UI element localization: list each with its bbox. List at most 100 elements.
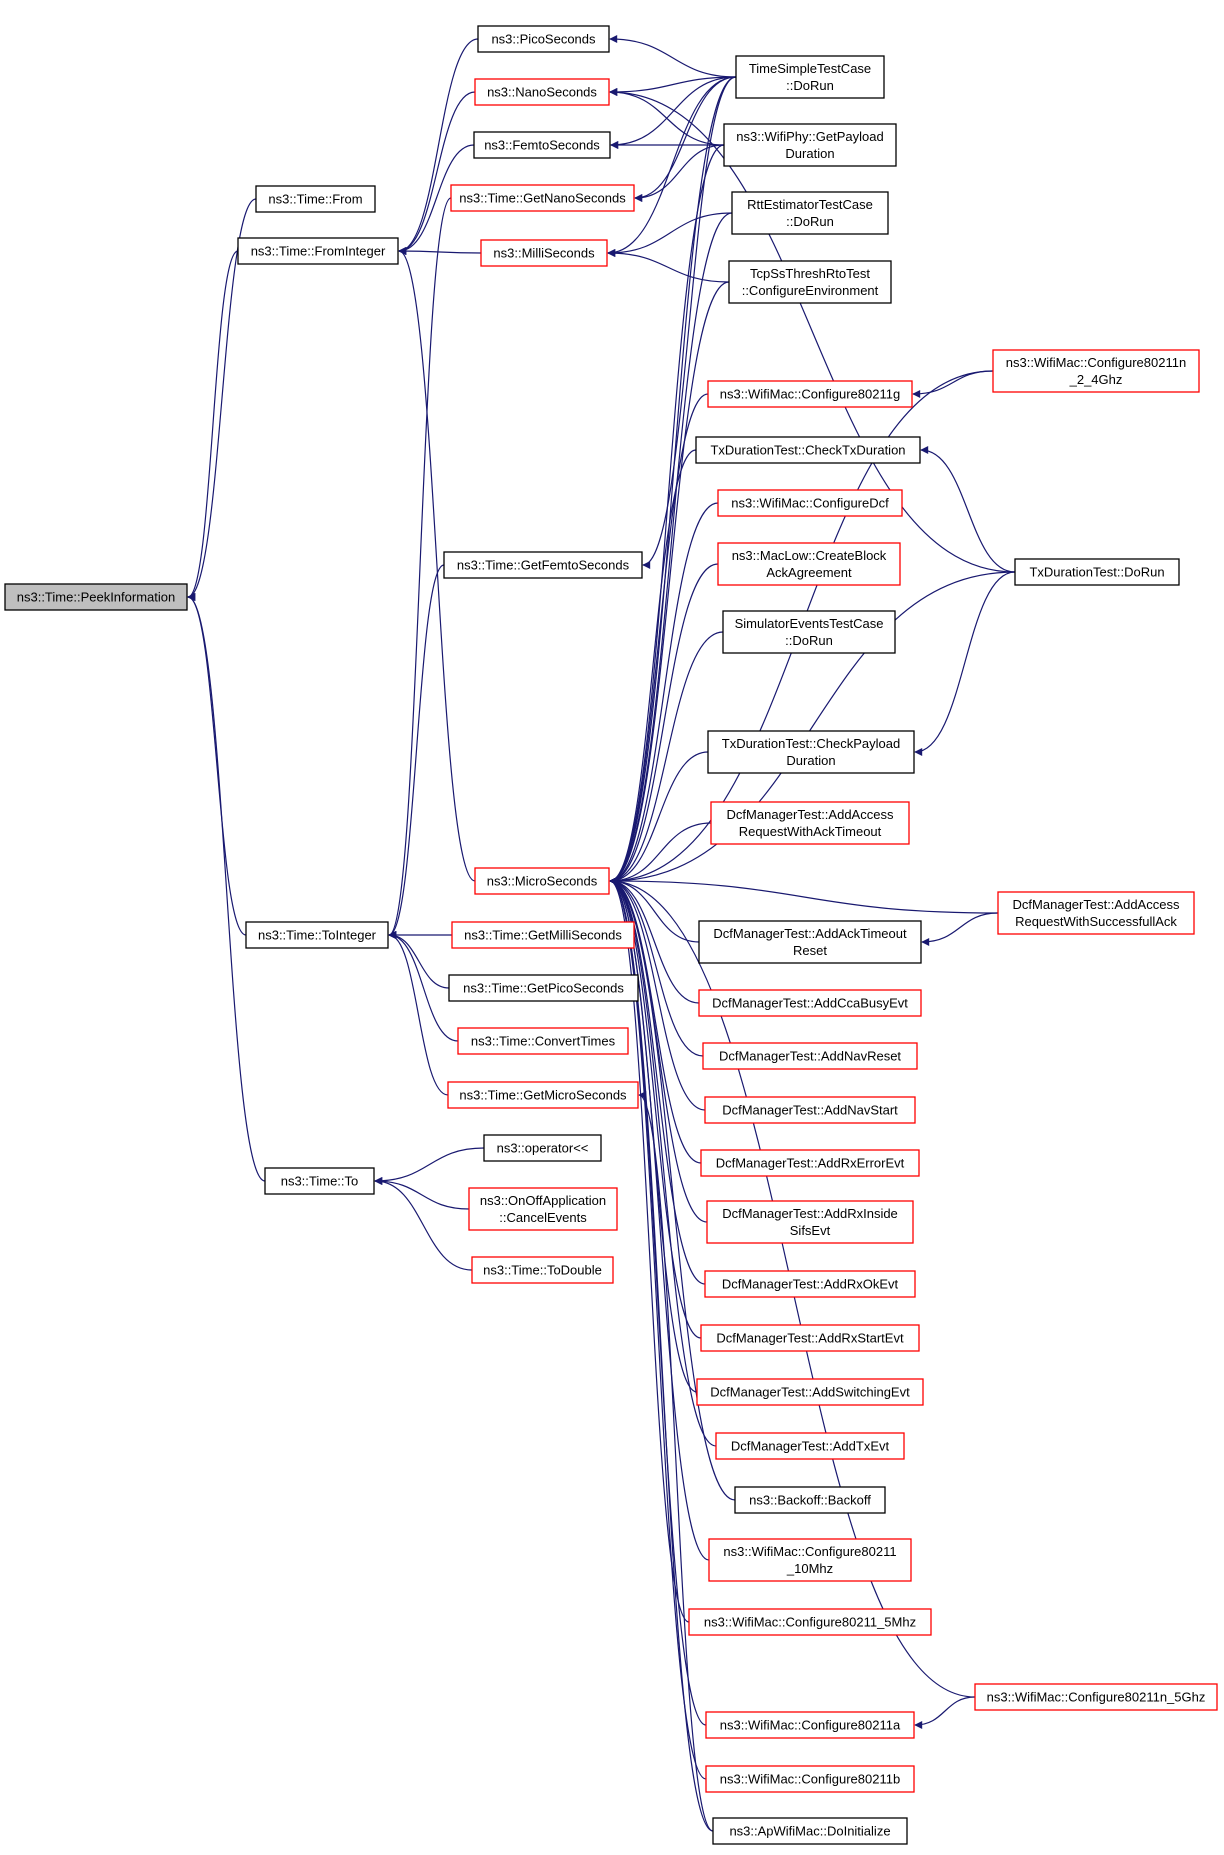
node-txdurdorun[interactable]: TxDurationTest::DoRun xyxy=(1014,558,1180,586)
node-oplt[interactable]: ns3::operator<< xyxy=(483,1134,602,1162)
node-to[interactable]: ns3::Time::To xyxy=(264,1167,375,1195)
node-conf11g[interactable]: ns3::WifiMac::Configure80211g xyxy=(707,380,913,408)
node-nano[interactable]: ns3::NanoSeconds xyxy=(474,78,610,106)
node-conf11n5[interactable]: ns3::WifiMac::Configure80211n_5Ghz xyxy=(974,1683,1218,1711)
node-label: RttEstimatorTestCase xyxy=(747,197,873,212)
node-label: DcfManagerTest::AddCcaBusyEvt xyxy=(712,996,908,1011)
node-label: ns3::WifiMac::Configure80211g xyxy=(720,387,900,402)
edge-addaccessack-to-micro xyxy=(609,822,712,885)
node-label: ::DoRun xyxy=(786,214,834,229)
node-addswitching[interactable]: DcfManagerTest::AddSwitchingEvt xyxy=(696,1378,924,1406)
edge-micro-to-frominteger xyxy=(398,247,476,882)
node-addnavstart[interactable]: DcfManagerTest::AddNavStart xyxy=(704,1096,916,1124)
node-label: _2_4Ghz xyxy=(1069,372,1123,387)
node-addrxok[interactable]: DcfManagerTest::AddRxOkEvt xyxy=(704,1270,916,1298)
node-convert[interactable]: ns3::Time::ConvertTimes xyxy=(457,1027,629,1055)
edge-apwifi-to-getmicro xyxy=(638,1091,714,1832)
node-femto[interactable]: ns3::FemtoSeconds xyxy=(473,131,611,159)
node-from[interactable]: ns3::Time::From xyxy=(255,185,376,213)
node-addrxerror[interactable]: DcfManagerTest::AddRxErrorEvt xyxy=(700,1149,920,1177)
node-addaccessack[interactable]: DcfManagerTest::AddAccessRequestWithAckT… xyxy=(710,801,910,845)
node-conf10[interactable]: ns3::WifiMac::Configure80211_10Mhz xyxy=(708,1538,912,1582)
edge-nano-to-frominteger xyxy=(398,91,476,255)
node-box xyxy=(473,131,611,159)
node-addcca[interactable]: DcfManagerTest::AddCcaBusyEvt xyxy=(698,989,922,1017)
node-conf11a[interactable]: ns3::WifiMac::Configure80211a xyxy=(705,1711,915,1739)
node-label: DcfManagerTest::AddRxInside xyxy=(722,1206,898,1221)
edge-checkpayload-to-micro xyxy=(609,751,709,885)
edge-confdcf-to-micro xyxy=(609,502,719,885)
edge-pico-to-frominteger xyxy=(398,38,479,255)
node-label: ns3::Time::GetFemtoSeconds xyxy=(457,558,630,573)
node-conf11n24[interactable]: ns3::WifiMac::Configure80211n_2_4Ghz xyxy=(992,349,1200,393)
node-tointeger[interactable]: ns3::Time::ToInteger xyxy=(245,921,389,949)
node-label: ns3::WifiMac::Configure80211a xyxy=(720,1718,901,1733)
node-addnavreset[interactable]: DcfManagerTest::AddNavReset xyxy=(702,1042,918,1070)
node-label: DcfManagerTest::AddRxErrorEvt xyxy=(716,1156,905,1171)
node-onoff[interactable]: ns3::OnOffApplication::CancelEvents xyxy=(468,1187,618,1231)
node-getmilli[interactable]: ns3::Time::GetMilliSeconds xyxy=(451,921,635,949)
node-getfemto[interactable]: ns3::Time::GetFemtoSeconds xyxy=(443,551,643,579)
node-getpico[interactable]: ns3::Time::GetPicoSeconds xyxy=(448,974,639,1002)
node-box xyxy=(705,1711,915,1739)
node-label: TimeSimpleTestCase xyxy=(749,61,871,76)
node-addaccesssucc[interactable]: DcfManagerTest::AddAccessRequestWithSucc… xyxy=(997,891,1195,935)
node-box xyxy=(734,1486,886,1514)
node-todouble[interactable]: ns3::Time::ToDouble xyxy=(471,1256,614,1284)
node-box xyxy=(974,1683,1218,1711)
edge-timesimple-to-pico xyxy=(609,35,737,78)
node-label: ns3::WifiMac::ConfigureDcf xyxy=(731,496,889,511)
node-frominteger[interactable]: ns3::Time::FromInteger xyxy=(237,237,399,265)
node-label: DcfManagerTest::AddNavReset xyxy=(719,1049,901,1064)
node-pico[interactable]: ns3::PicoSeconds xyxy=(477,25,610,53)
node-tcpss[interactable]: TcpSsThreshRtoTest::ConfigureEnvironment xyxy=(728,260,892,304)
node-peek[interactable]: ns3::Time::PeekInformation xyxy=(4,583,188,611)
node-label: ns3::WifiMac::Configure80211 xyxy=(723,1544,896,1559)
node-box xyxy=(708,1538,912,1582)
node-backoff[interactable]: ns3::Backoff::Backoff xyxy=(734,1486,886,1514)
node-box xyxy=(264,1167,375,1195)
node-getmicro[interactable]: ns3::Time::GetMicroSeconds xyxy=(447,1081,639,1109)
edge-getmicro-to-tointeger xyxy=(388,931,449,1096)
edge-convert-to-tointeger xyxy=(388,931,459,1042)
node-rttest[interactable]: RttEstimatorTestCase::DoRun xyxy=(731,191,889,235)
node-checktx[interactable]: TxDurationTest::CheckTxDuration xyxy=(695,436,921,464)
node-box xyxy=(702,1042,918,1070)
node-label: TxDurationTest::DoRun xyxy=(1029,565,1164,580)
node-label: DcfManagerTest::AddNavStart xyxy=(722,1103,898,1118)
node-box xyxy=(707,730,915,774)
node-addrxstart[interactable]: DcfManagerTest::AddRxStartEvt xyxy=(700,1324,920,1352)
node-getnano[interactable]: ns3::Time::GetNanoSeconds xyxy=(450,184,635,212)
node-conf5[interactable]: ns3::WifiMac::Configure80211_5Mhz xyxy=(688,1608,932,1636)
node-timesimple[interactable]: TimeSimpleTestCase::DoRun xyxy=(735,55,885,99)
node-label: ns3::Backoff::Backoff xyxy=(749,1493,871,1508)
node-box xyxy=(731,191,889,235)
node-box xyxy=(474,867,610,895)
edge-txdurdorun-to-micro xyxy=(609,571,1016,885)
node-label: ns3::NanoSeconds xyxy=(487,85,597,100)
edge-simevents-to-micro xyxy=(609,631,724,885)
node-box xyxy=(706,1200,914,1244)
node-label: ns3::WifiPhy::GetPayload xyxy=(736,129,883,144)
node-label: Duration xyxy=(785,146,834,161)
node-simevents[interactable]: SimulatorEventsTestCase::DoRun xyxy=(722,610,896,654)
node-label: RequestWithAckTimeout xyxy=(739,824,882,839)
edge-wifiphy-to-getnano xyxy=(634,144,725,202)
node-conf11b[interactable]: ns3::WifiMac::Configure80211b xyxy=(705,1765,915,1793)
node-label: Duration xyxy=(786,753,835,768)
node-label: ns3::OnOffApplication xyxy=(480,1193,606,1208)
edge-timesimple-to-getfemto xyxy=(642,76,737,569)
node-addtx[interactable]: DcfManagerTest::AddTxEvt xyxy=(715,1432,905,1460)
node-apwifi[interactable]: ns3::ApWifiMac::DoInitialize xyxy=(712,1817,908,1845)
node-confdcf[interactable]: ns3::WifiMac::ConfigureDcf xyxy=(717,489,903,517)
node-box xyxy=(723,123,897,167)
node-micro[interactable]: ns3::MicroSeconds xyxy=(474,867,610,895)
node-milli[interactable]: ns3::MilliSeconds xyxy=(480,239,608,267)
node-label: ::CancelEvents xyxy=(499,1210,587,1225)
